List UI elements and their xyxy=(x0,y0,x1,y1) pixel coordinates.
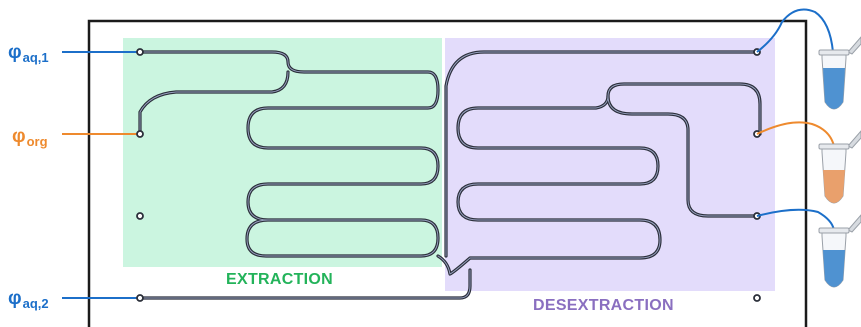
phi-aq2-subscript: aq,2 xyxy=(22,296,49,311)
channel-network xyxy=(138,50,762,300)
outlet-tube-top xyxy=(756,8,834,53)
phi-aq1-symbol: φ xyxy=(8,42,22,63)
collection-tube-middle xyxy=(818,130,861,204)
ports xyxy=(136,48,761,302)
phi-aq1-label: φaq,1 xyxy=(8,43,49,64)
extraction-zone xyxy=(123,38,442,267)
collection-tube-top xyxy=(818,36,861,110)
outlet-tube-bottom xyxy=(756,208,835,231)
outlet-tube-middle xyxy=(756,121,835,147)
phi-aq1-subscript: aq,1 xyxy=(22,50,49,65)
collection-tube-bottom xyxy=(818,214,861,288)
phi-aq2-symbol: φ xyxy=(8,288,22,309)
phi-org-label: φorg xyxy=(12,127,48,148)
phi-org-symbol: φ xyxy=(12,126,26,147)
port-aq2-inlet xyxy=(136,294,144,302)
phi-aq2-label: φaq,2 xyxy=(8,289,49,310)
extraction-label: EXTRACTION xyxy=(226,271,333,288)
port-unused-left xyxy=(136,212,144,220)
chip-outline xyxy=(87,19,808,327)
desextraction-zone xyxy=(445,38,775,291)
phi-org-subscript: org xyxy=(26,134,48,149)
desextraction-label: DESEXTRACTION xyxy=(533,297,674,314)
port-unused-right xyxy=(753,294,761,302)
port-org-inlet xyxy=(136,130,144,138)
port-aq1-inlet xyxy=(136,48,144,56)
